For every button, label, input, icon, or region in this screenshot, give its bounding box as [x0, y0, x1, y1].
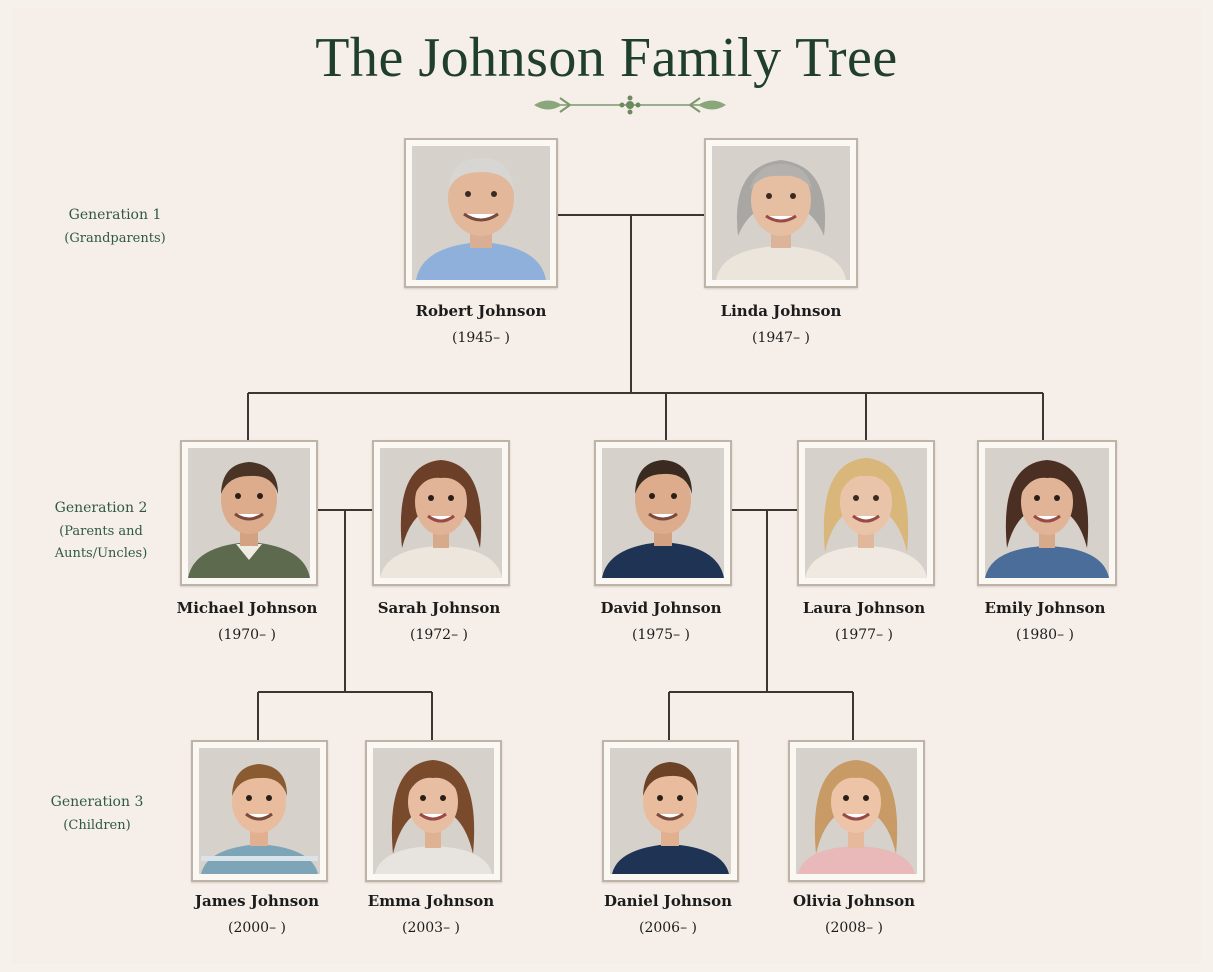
generation-2-subtitle-line2: Aunts/Uncles) — [54, 546, 148, 561]
person-name-sarah: Sarah Johnson — [377, 599, 501, 617]
emma-avatar-icon — [373, 748, 494, 874]
person-years-linda: (1947– ) — [751, 330, 810, 346]
generation-1-subtitle: (Grandparents) — [64, 231, 166, 246]
person-name-james: James Johnson — [194, 892, 320, 910]
person-years-david: (1975– ) — [631, 627, 690, 643]
generation-3-label: Generation 3 (Children) — [32, 789, 162, 837]
generation-1-label: Generation 1 (Grandparents) — [50, 202, 180, 250]
person-years-emily: (1980– ) — [1015, 627, 1074, 643]
portrait-emma — [365, 740, 502, 882]
linda-avatar-icon — [712, 146, 850, 280]
person-years-sarah: (1972– ) — [409, 627, 468, 643]
emily-avatar-icon — [985, 448, 1109, 578]
robert-avatar-icon — [412, 146, 550, 280]
michael-avatar-icon — [188, 448, 310, 578]
person-years-emma: (2003– ) — [401, 920, 460, 936]
olivia-avatar-icon — [796, 748, 917, 874]
person-name-laura: Laura Johnson — [802, 599, 926, 617]
person-name-david: David Johnson — [600, 599, 722, 617]
generation-1-title: Generation 1 — [68, 207, 162, 223]
person-years-laura: (1977– ) — [834, 627, 893, 643]
person-years-olivia: (2008– ) — [824, 920, 883, 936]
page-title: The Johnson Family Tree — [315, 27, 898, 89]
person-name-michael: Michael Johnson — [176, 599, 318, 617]
daniel-avatar-icon — [610, 748, 731, 874]
generation-3-subtitle: (Children) — [63, 818, 131, 833]
person-name-daniel: Daniel Johnson — [603, 892, 733, 910]
portrait-david — [594, 440, 732, 586]
james-avatar-icon — [199, 748, 320, 874]
person-name-robert: Robert Johnson — [415, 302, 547, 320]
portrait-sarah — [372, 440, 510, 586]
generation-3-title: Generation 3 — [50, 794, 144, 810]
portrait-linda — [704, 138, 858, 288]
person-name-olivia: Olivia Johnson — [792, 892, 916, 910]
person-years-robert: (1945– ) — [451, 330, 510, 346]
portrait-michael — [180, 440, 318, 586]
leaf-ornament-icon — [534, 95, 726, 115]
portrait-james — [191, 740, 328, 882]
person-name-emma: Emma Johnson — [367, 892, 495, 910]
person-name-emily: Emily Johnson — [984, 599, 1106, 617]
laura-avatar-icon — [805, 448, 927, 578]
person-years-james: (2000– ) — [227, 920, 286, 936]
generation-2-label: Generation 2 (Parents and Aunts/Uncles) — [36, 495, 166, 565]
portrait-laura — [797, 440, 935, 586]
portrait-daniel — [602, 740, 739, 882]
generation-2-subtitle-line1: (Parents and — [59, 524, 143, 539]
portrait-emily — [977, 440, 1117, 586]
david-avatar-icon — [602, 448, 724, 578]
portrait-olivia — [788, 740, 925, 882]
sarah-avatar-icon — [380, 448, 502, 578]
portrait-robert — [404, 138, 558, 288]
generation-2-title: Generation 2 — [54, 500, 148, 516]
person-years-michael: (1970– ) — [217, 627, 276, 643]
person-years-daniel: (2006– ) — [638, 920, 697, 936]
person-name-linda: Linda Johnson — [720, 302, 842, 320]
